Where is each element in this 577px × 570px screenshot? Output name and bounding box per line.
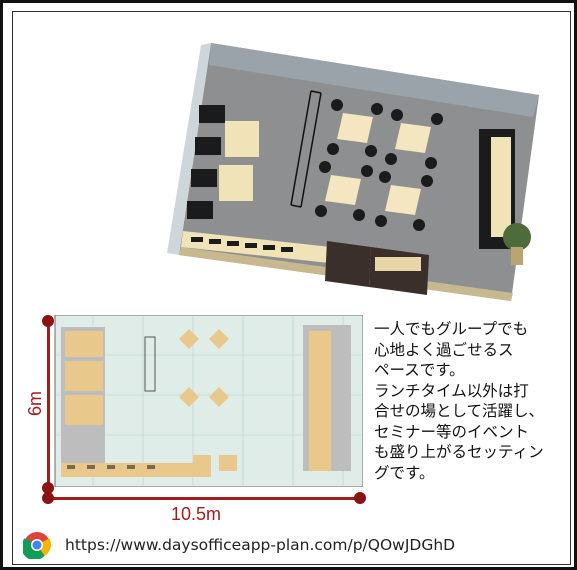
height-dimension-label: 6m	[25, 390, 46, 417]
width-dimension-endpoint	[42, 492, 54, 504]
height-dimension-endpoint	[42, 482, 54, 494]
description-text: 一人でもグループでも 心地よく過ごせるス ペースです。 ランチタイム以外は打 合…	[374, 319, 577, 483]
description-paragraph-1: 一人でもグループでも 心地よく過ごせるス ペースです。	[374, 320, 529, 379]
floor-plan	[54, 315, 363, 487]
width-dimension-label: 10.5m	[171, 504, 222, 524]
chrome-icon	[23, 532, 51, 559]
height-dimension-line	[47, 321, 50, 487]
room-3d-rendering	[167, 43, 539, 301]
footer-url-bar[interactable]: https://www.daysofficeapp-plan.com/p/QOw…	[23, 531, 455, 559]
width-dimension-endpoint	[354, 492, 366, 504]
inner-border	[12, 11, 571, 565]
width-dimension-line	[49, 497, 359, 500]
page-url-link[interactable]: https://www.daysofficeapp-plan.com/p/QOw…	[65, 536, 456, 554]
height-dimension-endpoint	[42, 315, 54, 327]
description-paragraph-2: ランチタイム以外は打 合せの場として活躍し、 セミナー等のイベント も盛り上がる…	[374, 381, 545, 482]
